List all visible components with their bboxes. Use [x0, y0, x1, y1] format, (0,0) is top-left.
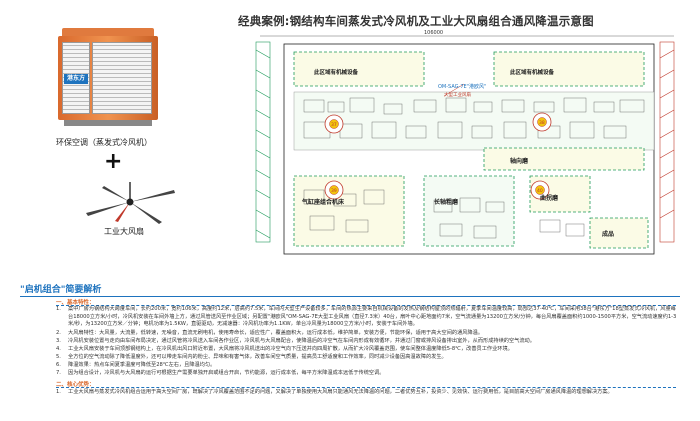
list-item-number: 5.: [56, 354, 61, 360]
list-item-text: 案中厂房为钢结构大跨度车间，长约200米，宽约106米，高度约12米，层高约7.…: [68, 306, 677, 328]
callout-model: OM-SAG-7E"港欧风": [438, 83, 486, 90]
zone-middle: [293, 91, 655, 151]
zone-machinery-2: [493, 51, 645, 87]
fan-marker-39: 39: [324, 180, 344, 200]
list-item-number: 4.: [56, 346, 61, 352]
air-cooler-image: 港东方: [58, 28, 158, 126]
list-item-number: 2.: [56, 330, 61, 336]
list-item-text: 全方位的空气流动除了降低温度外，还可以带走车间内的粉尘、异味和有害气体，改善车间…: [68, 354, 447, 360]
subsection-core-advantages: 二、核心优势：: [56, 382, 95, 388]
cooler-caption: 环保空调（蒸发式冷风机）: [56, 138, 152, 147]
list-item-number: 1.: [56, 389, 61, 395]
list-item: 1. 工业大风扇与蒸发式冷风机组合运用于高大空间厂房，既解决了冷风覆盖范围不足的…: [56, 389, 680, 397]
industrial-fan-image: [86, 182, 175, 224]
equipment-blocks: [303, 97, 645, 239]
list-item: 4. 工业大风扇安装于车间顶部钢结构上，在冷风机出风口附近布置，大风扇将冷风机送…: [56, 346, 680, 354]
callout-subtitle: 大型工业风扇: [444, 91, 471, 98]
zone-label-cylinder: 气缸座组合机床: [301, 198, 345, 206]
zone-label-machinery-2: 此区域有机械设备: [510, 68, 555, 76]
zone-label-long-axis: 长轴粗磨: [434, 198, 458, 206]
plan-dimension: 106000: [424, 30, 443, 36]
list-item-text: 降温效果：热点车间夏季温度可降低至28℃左右，且降温均匀。: [68, 362, 216, 368]
list-item: 1. 案中厂房为钢结构大跨度车间，长约200米，宽约106米，高度约12米，层高…: [56, 306, 680, 329]
list-item: 7. 因为组合设计，冷风机与大风扇的运行可根据生产需要单独开启或组合开启，节约能…: [56, 370, 680, 378]
subsection-basic-features: 一、基本特性：: [56, 300, 95, 306]
fan-marker-38: 38: [532, 112, 552, 132]
zone-label-crank: 曲拐磨: [540, 194, 558, 202]
list-item: 3. 冷风机安装位置与走向由车间布局决定，通过风管将冷风送入车间各作业区，冷风机…: [56, 338, 680, 346]
list-item-text: 工业大风扇安装于车间顶部钢结构上，在冷风机出风口附近布置，大风扇将冷风机送出的冷…: [68, 346, 513, 352]
list-item: 6. 降温效果：热点车间夏季温度可降低至28℃左右，且降温均匀。: [56, 362, 680, 370]
cooler-base: [64, 120, 152, 126]
page-title: 经典案例:钢结构车间蒸发式冷风机及工业大风扇组合通风降温示意图: [238, 14, 594, 28]
zone-machinery-1: [293, 51, 425, 87]
subsection-rule-2: [56, 387, 676, 388]
plus-sign: +: [104, 149, 123, 174]
zone-label-finished: 成品: [602, 230, 614, 238]
fan-marker-38-label: 38: [539, 120, 545, 126]
list-item-text: 因为组合设计，冷风机与大风扇的运行可根据生产需要单独开启或组合开启，节约能源，运…: [68, 370, 385, 376]
cooler-top: [62, 28, 154, 38]
fan-caption: 工业大风扇: [104, 227, 144, 236]
zone-label-machinery-1: 此区域有机械设备: [314, 68, 359, 76]
list-item: 5. 全方位的空气流动除了降低温度外，还可以带走车间内的粉尘、异味和有害气体，改…: [56, 354, 680, 362]
zone-axial: [483, 147, 645, 171]
fan-callout: OM-SAG-7E"港欧风" 大型工业风扇: [438, 83, 486, 98]
list-item-text: 工业大风扇与蒸发式冷风机组合运用于高大空间厂房，既解决了冷风覆盖范围不足的问题，…: [68, 389, 613, 395]
fan-marker-37: 37: [324, 114, 344, 134]
zone-label-axial: 轴向磨: [510, 157, 528, 165]
list-item: 2. 大风扇特性：大风量，大流量，低转速，无噪音，直流无刷电机，使用寿命长，适应…: [56, 330, 680, 338]
fan-marker-40-label: 40: [537, 188, 543, 194]
section-header-rule: [20, 296, 680, 297]
fan-marker-40: 40: [530, 180, 550, 200]
fan-marker-39-label: 39: [331, 188, 337, 194]
right-air-cooler-units: [659, 41, 675, 243]
list-item-text: 冷风机安装位置与走向由车间布局决定，通过风管将冷风送入车间各作业区，冷风机与大风…: [68, 338, 535, 344]
cooler-logo: 港东方: [64, 74, 88, 84]
subsection-rule-1: [56, 305, 676, 306]
list-item-number: 3.: [56, 338, 61, 344]
cooler-side-grille: [92, 42, 152, 114]
fan-marker-37-label: 37: [331, 122, 337, 128]
zone-finished: [589, 217, 649, 249]
list-item-number: 1.: [56, 306, 61, 312]
zone-cylinder: [293, 175, 405, 247]
list-item-text: 大风扇特性：大风量，大流量，低转速，无噪音，直流无刷电机，使用寿命长，适应性广，…: [68, 330, 484, 336]
left-air-cooler-units: [255, 41, 271, 243]
list-item-number: 7.: [56, 370, 61, 376]
factory-floor-plan: 106000: [255, 30, 675, 255]
section-header: "启机组合"简要解析: [20, 285, 102, 295]
zone-long-axis: [423, 175, 515, 247]
list-item-number: 6.: [56, 362, 61, 368]
